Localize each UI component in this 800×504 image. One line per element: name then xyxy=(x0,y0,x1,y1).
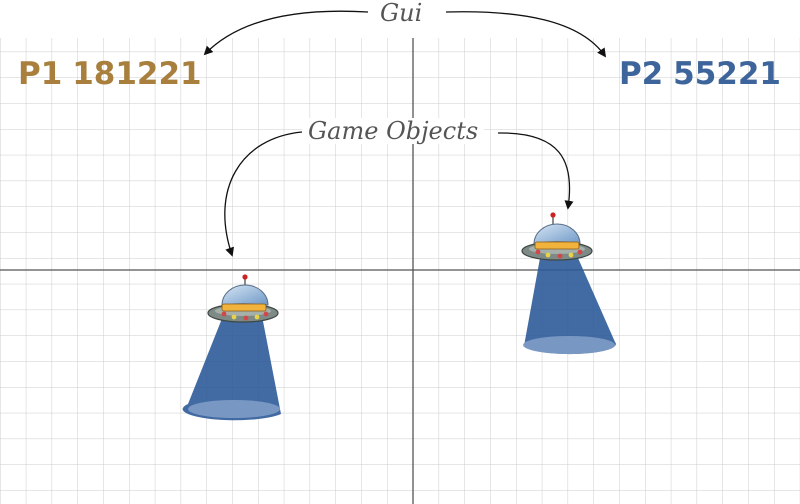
tractor-beam xyxy=(524,258,616,355)
game-objects-annotation: Game Objects xyxy=(302,118,485,144)
grid-cells xyxy=(0,38,800,504)
game-objects-arrow-left xyxy=(224,131,303,257)
ufo-right xyxy=(521,212,616,355)
gui-annotation: Gui xyxy=(374,0,429,26)
ufo-icon xyxy=(182,274,281,421)
ufo-icon xyxy=(521,212,616,355)
ufo-left xyxy=(182,274,281,421)
game-objects-arrow-right xyxy=(497,132,574,210)
player2-label: P2 xyxy=(618,56,664,92)
gui-arrow-right xyxy=(445,11,607,58)
player1-label: P1 xyxy=(18,56,63,92)
player1-score-value: 181221 xyxy=(72,56,202,92)
tractor-beam xyxy=(182,316,281,421)
gui-arrow-left xyxy=(203,10,369,56)
player2-score-value: 55221 xyxy=(673,56,781,92)
